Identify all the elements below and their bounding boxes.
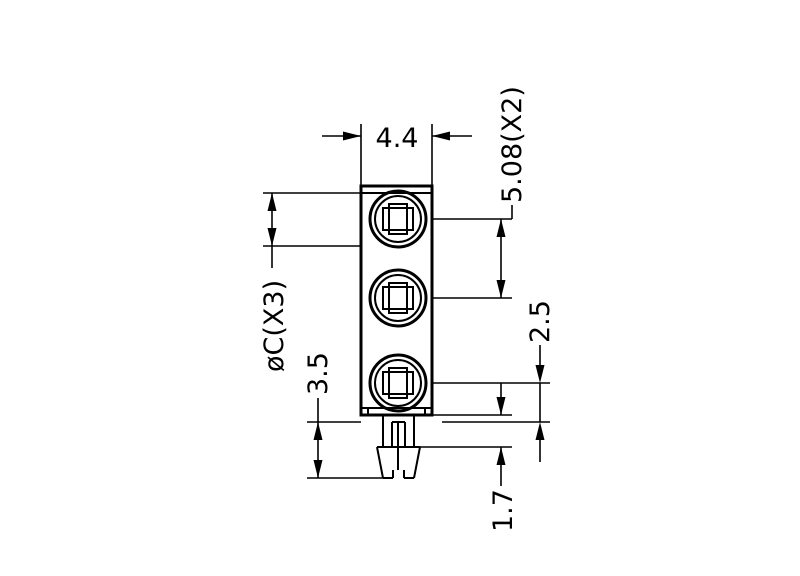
led-position-2 (368, 268, 428, 328)
dimension-pin-length-label: 1.7 (488, 489, 519, 532)
dimension-pitch: 5.08(X2) (432, 86, 528, 299)
dimension-spacing: 2.5 (432, 300, 556, 462)
led-position-3 (368, 353, 428, 413)
mounting-peg (376, 415, 421, 479)
dimension-diameter-label: øC(X3) (259, 280, 290, 372)
dimension-spacing-label: 2.5 (525, 300, 556, 343)
dimension-pitch-label: 5.08(X2) (497, 86, 528, 203)
dimension-offset: 3.5 (303, 352, 383, 479)
dimension-width-label: 4.4 (376, 123, 419, 154)
led-position-1 (368, 189, 428, 249)
dimension-diameter: øC(X3) (259, 192, 361, 372)
dimension-pin-length: 1.7 (420, 383, 519, 532)
holder-body (359, 184, 434, 417)
dimension-width: 4.4 (322, 123, 472, 186)
dimension-offset-label: 3.5 (303, 352, 334, 395)
